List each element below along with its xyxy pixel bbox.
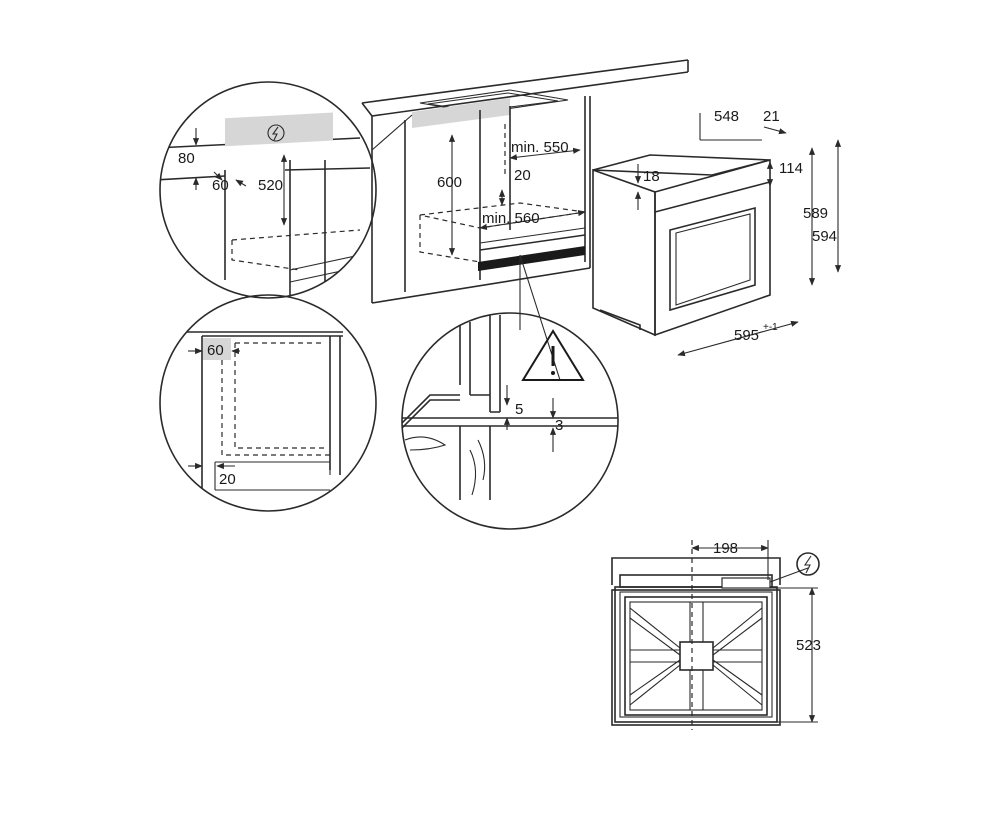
dim-3: 3	[555, 417, 563, 434]
dim-595-tolerance: +-1	[763, 322, 778, 333]
dim-min-560: min. 560	[482, 210, 540, 227]
dim-548: 548	[714, 108, 739, 125]
dim-21: 21	[763, 108, 780, 125]
hob-cutout	[412, 89, 569, 128]
dim-20-cabinet: 20	[514, 167, 531, 184]
detail-circle-side: 60 20	[159, 294, 377, 512]
dim-594: 594	[812, 228, 837, 245]
dim-523: 523	[796, 637, 821, 654]
cabinet-main: 600 min. 550 20 min. 560	[361, 59, 689, 381]
warning-icon	[521, 329, 585, 381]
dim-80: 80	[178, 150, 195, 167]
power-supply-icon	[267, 124, 285, 142]
dim-18: 18	[643, 168, 660, 185]
detail-circle-floor: 5 3	[401, 312, 619, 530]
oven-back: 198 523	[611, 540, 821, 730]
dim-520: 520	[258, 177, 283, 194]
dim-198: 198	[713, 540, 738, 557]
fan-guard	[624, 596, 768, 716]
dim-600: 600	[437, 174, 462, 191]
dim-min-550: min. 550	[511, 139, 569, 156]
dim-5: 5	[515, 401, 523, 418]
dim-589: 589	[803, 205, 828, 222]
dim-114: 114	[779, 160, 803, 177]
power-connection-icon	[796, 552, 820, 576]
dim-60-top: 60	[212, 177, 229, 194]
vent-slot	[478, 246, 585, 271]
dim-60-side: 60	[207, 342, 224, 359]
dim-595: 595	[734, 327, 759, 344]
dim-20-side: 20	[219, 471, 236, 488]
oven-iso: 548 21 114 18 589 594 595 +-1	[592, 108, 842, 357]
detail-circle-worktop: 80 60 520	[159, 81, 377, 299]
